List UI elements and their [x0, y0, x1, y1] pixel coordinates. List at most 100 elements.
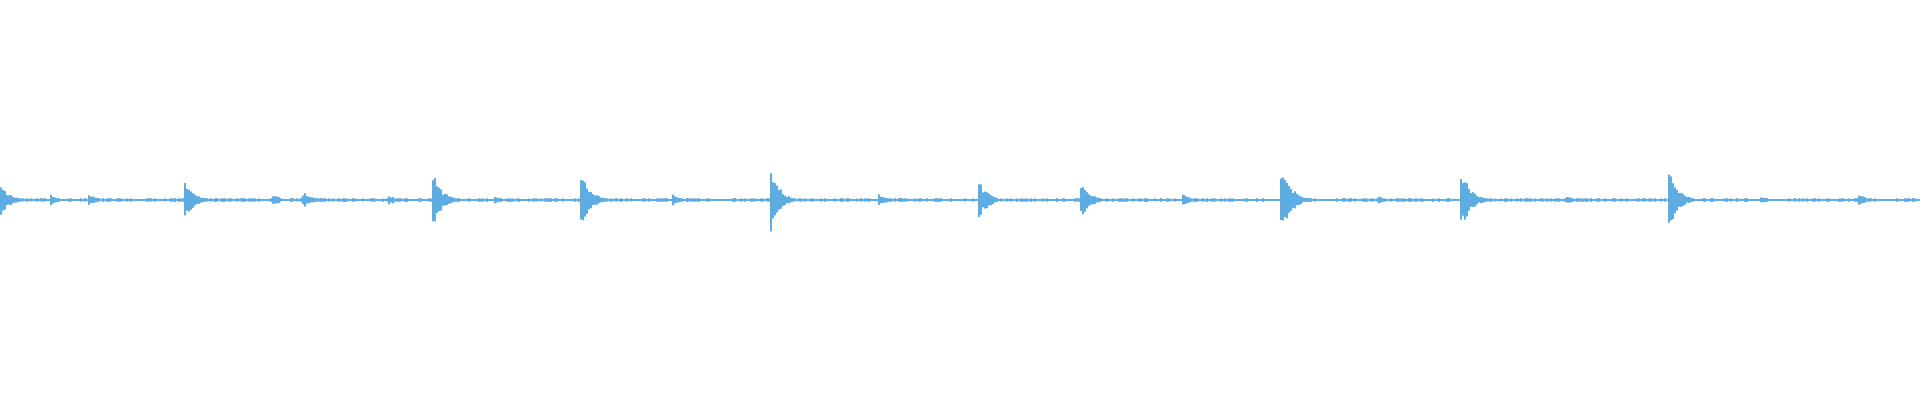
- waveform-bar: [398, 198, 400, 202]
- waveform-bar: [346, 198, 348, 202]
- waveform-bar: [660, 198, 662, 202]
- waveform-bar: [1914, 198, 1916, 202]
- waveform-bar: [866, 198, 868, 202]
- waveform-bar: [1344, 198, 1346, 202]
- waveform-bar: [456, 198, 458, 202]
- waveform-bar: [1046, 198, 1048, 202]
- waveform-bar: [556, 198, 558, 202]
- waveform-bar: [778, 190, 780, 210]
- waveform-bar: [240, 198, 242, 202]
- waveform-bar: [1062, 198, 1064, 202]
- waveform-bar: [1256, 198, 1258, 202]
- waveform-bar: [42, 198, 44, 202]
- waveform-bar: [708, 198, 710, 202]
- waveform-bar: [820, 198, 822, 202]
- waveform-bar: [1342, 197, 1344, 202]
- waveform-bar: [44, 198, 46, 202]
- waveform-bar: [1494, 198, 1496, 202]
- waveform-bar: [1506, 198, 1508, 202]
- waveform-bar: [1354, 198, 1356, 202]
- waveform-bar: [1526, 198, 1528, 202]
- waveform-bar: [1762, 197, 1764, 203]
- waveform-bar: [536, 198, 538, 202]
- waveform-bar: [1120, 198, 1122, 202]
- waveform-bar: [596, 195, 598, 205]
- waveform-bar: [1288, 185, 1290, 213]
- waveform-bar: [224, 198, 226, 202]
- waveform-bar: [978, 184, 980, 218]
- waveform-bar: [920, 198, 922, 202]
- waveform-bar: [248, 198, 250, 202]
- waveform-bar: [554, 198, 556, 202]
- waveform-bar: [546, 198, 548, 202]
- waveform-bar: [68, 198, 70, 202]
- waveform-bar: [54, 197, 56, 203]
- waveform-bar: [1092, 196, 1094, 205]
- waveform-bar: [512, 198, 514, 202]
- waveform-bar: [1056, 198, 1058, 202]
- waveform-bar: [80, 198, 82, 202]
- waveform-bar: [616, 198, 618, 202]
- waveform-bar: [580, 180, 582, 220]
- waveform-bar: [790, 197, 792, 203]
- waveform-bar: [310, 197, 312, 203]
- waveform-bar: [1088, 194, 1090, 206]
- waveform-bar: [1690, 197, 1692, 203]
- waveform-bar: [1554, 198, 1556, 202]
- waveform-bar: [454, 198, 456, 202]
- waveform-bar: [1660, 198, 1662, 202]
- waveform-bar: [172, 198, 174, 202]
- waveform-bar: [1744, 198, 1746, 202]
- waveform-bar: [662, 198, 664, 202]
- waveform-bar: [600, 197, 602, 203]
- waveform-bar: [1438, 198, 1440, 202]
- waveform-bar: [1482, 197, 1484, 203]
- waveform-bar: [1006, 198, 1008, 202]
- waveform-bar: [1188, 197, 1190, 203]
- waveform-bar: [198, 196, 200, 204]
- waveform-bar: [1546, 198, 1548, 202]
- waveform-bar: [516, 198, 518, 202]
- waveform-bar: [1146, 198, 1148, 202]
- waveform-bar: [1362, 198, 1364, 202]
- waveform-bar: [1724, 198, 1726, 202]
- waveform-bar: [1262, 198, 1264, 202]
- waveform-bar: [1396, 198, 1398, 202]
- waveform-bar: [1124, 198, 1126, 202]
- waveform-bar: [130, 198, 132, 202]
- waveform-bar: [1094, 196, 1096, 204]
- waveform-bar: [786, 196, 788, 204]
- waveform-bar: [1812, 198, 1814, 202]
- waveform-bar: [696, 198, 698, 202]
- waveform-bar: [92, 196, 94, 204]
- waveform-bar: [992, 196, 994, 205]
- waveform-bar: [666, 198, 668, 202]
- waveform-bar: [50, 194, 52, 206]
- waveform-bar: [96, 197, 98, 203]
- waveform-bar: [678, 197, 680, 203]
- waveform-bar: [1672, 183, 1674, 220]
- waveform-bar: [1228, 198, 1230, 202]
- waveform-bar: [824, 198, 826, 202]
- waveform-bar: [1702, 198, 1704, 202]
- waveform-bar: [126, 198, 128, 202]
- waveform-bar: [252, 198, 254, 202]
- waveform-bar: [592, 194, 594, 205]
- waveform-bar: [1244, 198, 1246, 202]
- waveform-bar: [52, 197, 54, 204]
- waveform-bar: [404, 198, 406, 202]
- waveform-bar: [58, 198, 60, 202]
- waveform-bar: [1620, 198, 1622, 202]
- waveform-bar: [498, 198, 500, 202]
- waveform-bar: [984, 191, 986, 209]
- waveform-bar: [1030, 198, 1032, 202]
- waveform-bar: [584, 182, 586, 217]
- waveform-bar: [1678, 192, 1680, 207]
- waveform-bar: [430, 198, 432, 202]
- waveform-bar: [448, 196, 450, 204]
- waveform-bar: [56, 198, 58, 203]
- waveform-bar: [1370, 198, 1372, 202]
- waveform-bar: [1730, 198, 1732, 202]
- waveform-bar: [510, 198, 512, 202]
- waveform-bar: [394, 198, 396, 202]
